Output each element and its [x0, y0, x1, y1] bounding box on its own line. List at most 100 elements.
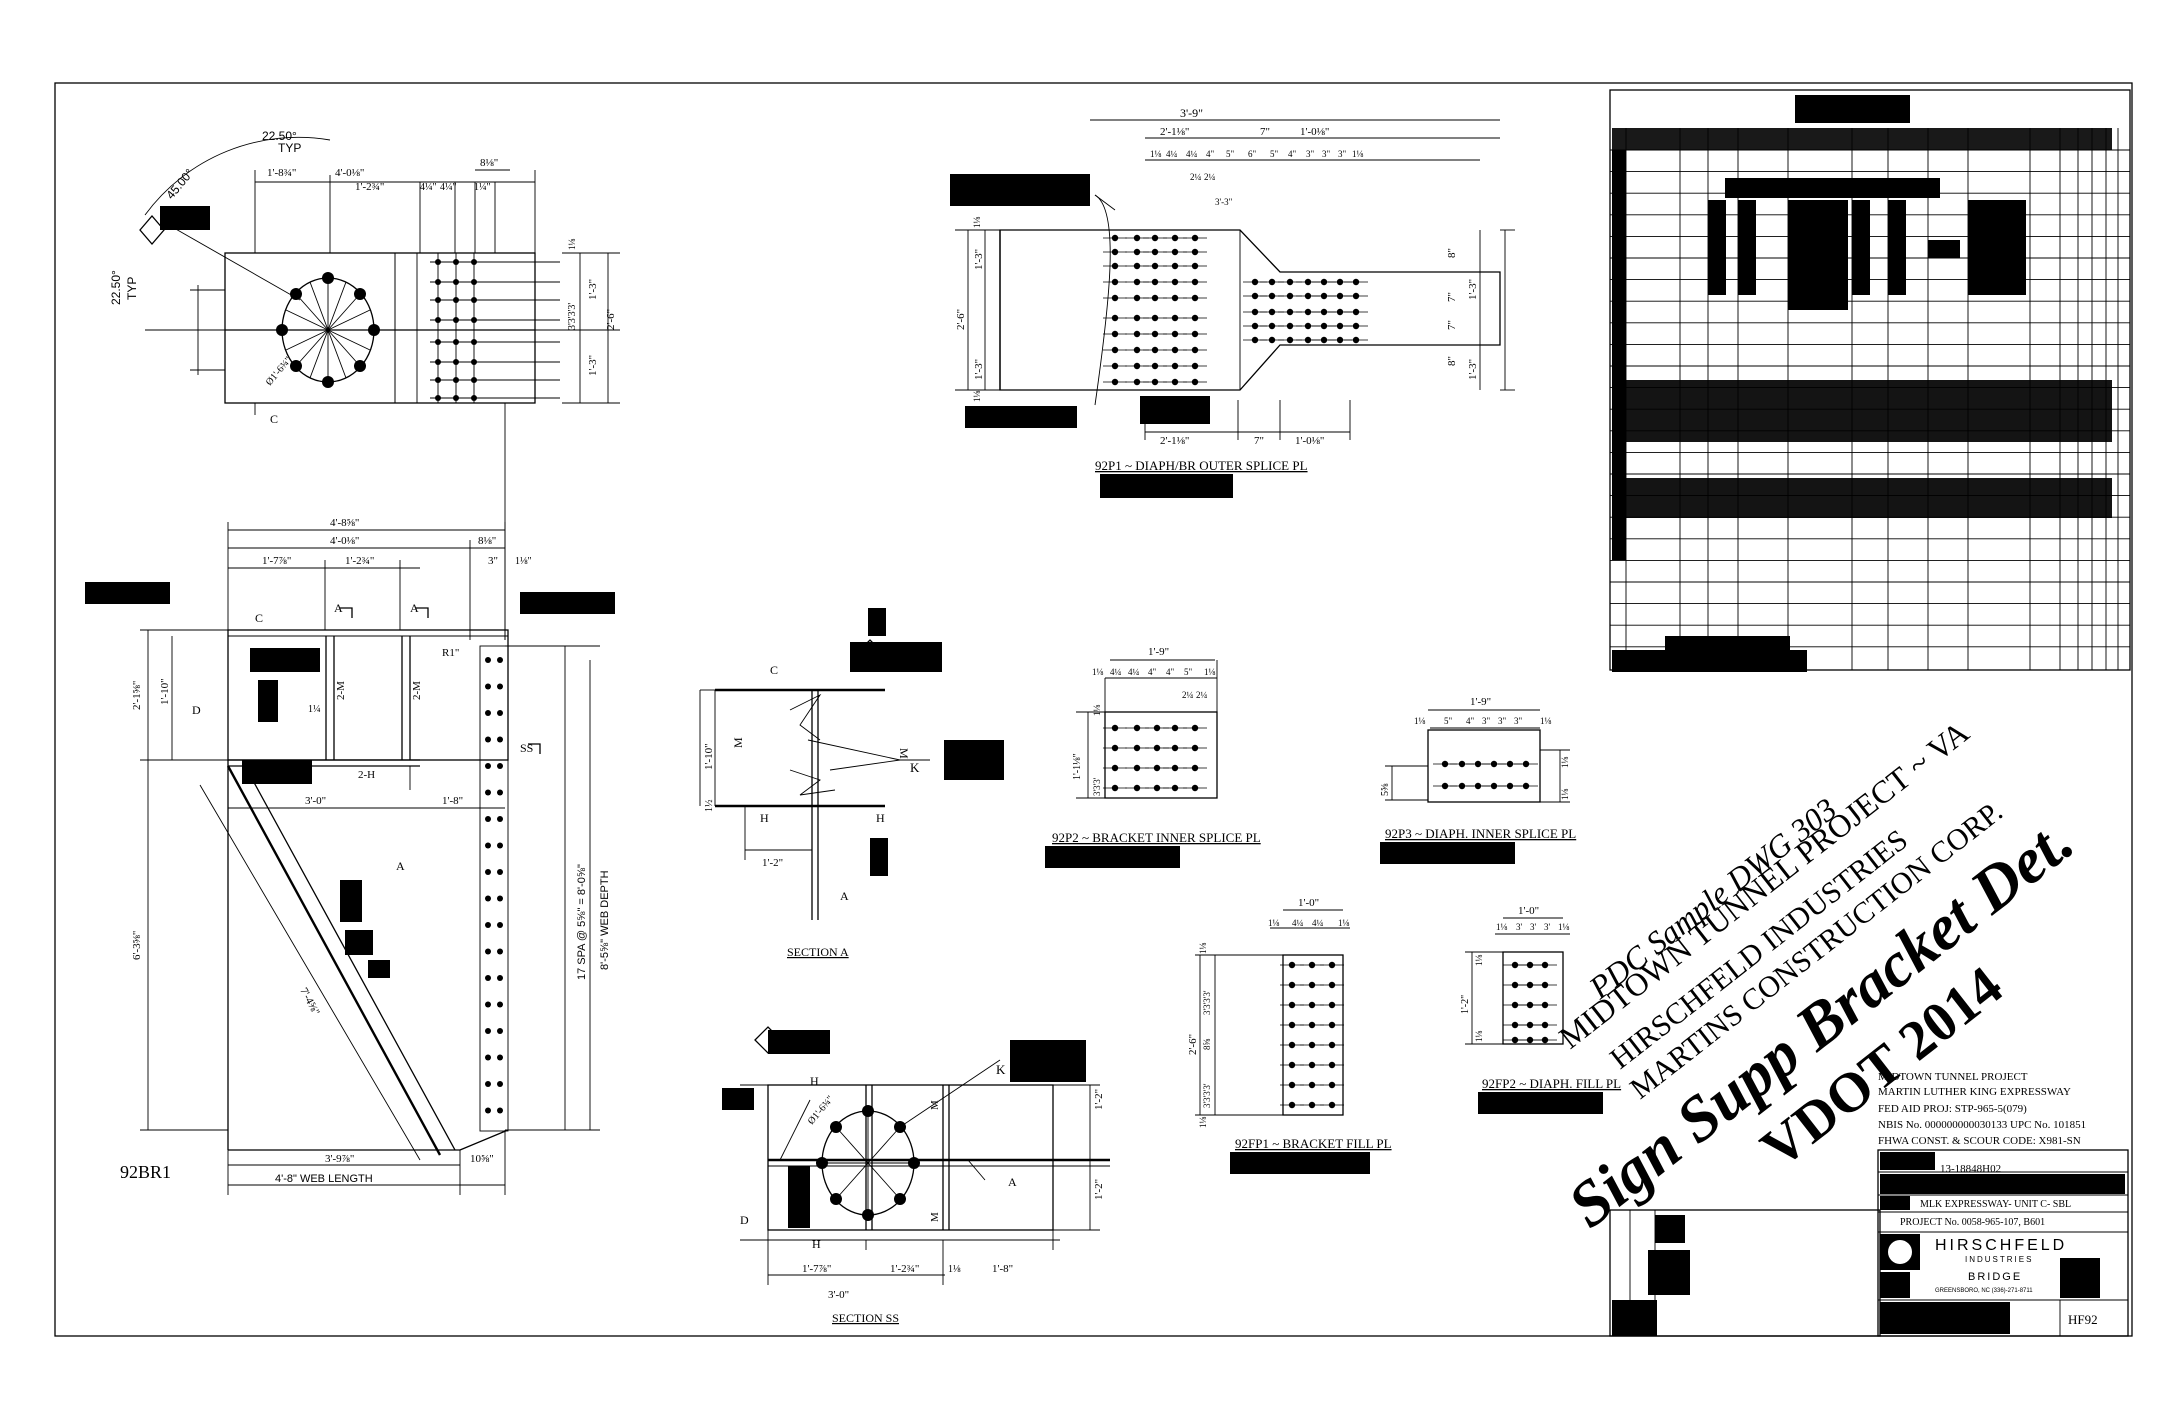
sec-a-label-h1: H	[760, 811, 769, 825]
p2-dim-d: 4"	[1148, 667, 1157, 677]
p1-dim-2a: 2¼	[1190, 172, 1202, 182]
title-block: 13-18848H02 MLK EXPRESSWAY- UNIT C- SBL …	[1609, 1149, 2129, 1337]
p3-dim-c: 4"	[1466, 716, 1475, 726]
ss-dim-1-2a: 1'-2"	[1093, 1089, 1105, 1110]
p2-dim-f: 5"	[1184, 667, 1193, 677]
redaction-block	[868, 608, 886, 636]
br1-label-d: D	[192, 703, 201, 717]
proj-line3: FED AID PROJ: STP-965-5(079)	[1878, 1103, 2027, 1115]
br1-label-ss: SS	[520, 741, 533, 755]
redaction-block	[1380, 842, 1515, 864]
bolt-hole	[485, 922, 491, 928]
p1-dim-4a: 4¼	[1166, 149, 1178, 159]
sec-a-dim-1-2: 1'-2"	[762, 857, 783, 869]
p1-dim-3333: 3'-3"	[1215, 197, 1233, 207]
plan-view-top-left: 1'-8¾" 4'-0⅛" 1'-2¾" 8⅛" 4¼" 4¼" 1¼" 22.…	[109, 129, 620, 426]
redaction-block	[1708, 200, 1726, 295]
fp2-dim-b: 3'	[1516, 922, 1523, 932]
p2-title: 92P2 ~ BRACKET INNER SPLICE PL	[1052, 830, 1261, 845]
p1-dim-3b: 3"	[1322, 149, 1331, 159]
tb-company2: INDUSTRIES	[1965, 1255, 2033, 1264]
fp1-dim-c: 4¼	[1312, 918, 1324, 928]
p3-dim-a: 1⅛	[1414, 716, 1426, 726]
redaction-block	[1612, 1300, 1657, 1336]
plate-92p1: 3'-9" 2'-1⅛" 7" 1'-0⅛" 1⅛ 4¼ 4¼ 4" 5" 6"…	[950, 106, 1515, 498]
redaction-block	[1880, 1152, 1935, 1170]
fp1-dim-d: 1⅛	[1338, 918, 1350, 928]
bolt-hole	[485, 1028, 491, 1034]
redaction-block	[1655, 1215, 1685, 1243]
p1-dim-3c: 3"	[1338, 149, 1347, 159]
section-ss: H K D H M M A 1'-7⅞" 1'-2¾" 1⅛ 1'-8" 3'-…	[722, 1026, 1110, 1325]
redaction-block	[340, 880, 362, 922]
redaction-block	[722, 1088, 754, 1110]
br1-label-r1: R1"	[442, 647, 459, 659]
fp2-dim-1-0: 1'-0"	[1518, 905, 1539, 917]
br1-label-c: C	[255, 611, 263, 625]
bolt-hole	[497, 842, 503, 849]
bolt-hole	[485, 657, 491, 663]
p1-right-1-3b: 1'-3"	[1467, 359, 1479, 380]
br1-dim-3-0: 3'-0"	[305, 795, 326, 807]
ss-dim-1-8: 1'-8"	[992, 1263, 1013, 1275]
redaction-block	[1880, 1174, 2125, 1194]
br1-dim-3: 3"	[488, 555, 498, 567]
p2-dim-c: 4¼	[1128, 667, 1140, 677]
fp2-dim-d: 3'	[1544, 922, 1551, 932]
br1-dim-2-1: 2'-1⅝"	[131, 681, 143, 710]
ss-label-d: D	[740, 1213, 749, 1227]
br1-web-spa: 17 SPA @ 5⅝" = 8'-0⅝"	[576, 864, 588, 980]
bolt-hole	[497, 1001, 503, 1008]
ss-dim-1-2b: 1'-2"	[1093, 1179, 1105, 1200]
br1-label-2h: 2-H	[358, 769, 375, 781]
p1-bot-7: 7"	[1254, 435, 1264, 447]
br1-web-length: 4'-8" WEB LENGTH	[275, 1173, 373, 1185]
bolt-hole	[485, 683, 491, 690]
redaction-block	[520, 592, 615, 614]
fp1-dim-b: 4¼	[1292, 918, 1304, 928]
ss-dim-1-2: 1'-2¾"	[890, 1263, 919, 1275]
p2-dim-a: 1⅛	[1092, 667, 1104, 677]
plan-dim-4a: 4¼"	[420, 182, 437, 193]
p1-dim-3-9: 3'-9"	[1180, 106, 1203, 120]
tb-job: 13-18848H02	[1940, 1163, 2001, 1175]
p2-dim-1-9: 1'-9"	[1148, 646, 1169, 658]
bolt-hole	[497, 736, 503, 743]
sec-a-label-a: A	[840, 889, 849, 903]
bolt-hole	[485, 895, 491, 902]
sec-a-label-m1: M	[731, 737, 745, 748]
redaction-block	[2060, 1258, 2100, 1298]
p2-dim-g: 1⅛	[1204, 667, 1216, 677]
ss-label-k: K	[996, 1062, 1006, 1077]
sec-a-label-k: K	[910, 760, 920, 775]
redaction-block	[1140, 396, 1210, 424]
sheet-border	[54, 82, 2133, 1337]
fp1-dim-3333b: 3'3'3'3'	[1202, 1083, 1212, 1108]
mark-92br1: 92BR1	[120, 1162, 171, 1182]
proj-line4: NBIS No. 000000000030133 UPC No. 101851	[1878, 1119, 2086, 1131]
fp2-dim-f: 1⅛	[1474, 955, 1484, 967]
redaction-block	[944, 740, 1004, 780]
redaction-block	[965, 406, 1077, 428]
fp2-title: 92FP2 ~ DIAPH. FILL PL	[1482, 1076, 1621, 1091]
ss-dim-3-0: 3'-0"	[828, 1289, 849, 1301]
callout-c-plan: C	[270, 412, 278, 426]
bolt-hole	[497, 657, 503, 663]
br1-dim-1-2: 1'-2¾"	[345, 555, 374, 567]
redaction-block	[1612, 128, 2112, 150]
redaction-block	[1478, 1092, 1603, 1114]
p3-dim-d: 3"	[1482, 716, 1491, 726]
p1-right-1-3a: 1'-3"	[1467, 279, 1479, 300]
redaction-block	[870, 838, 888, 876]
tb-project: PROJECT No. 0058-965-107, B601	[1900, 1217, 2045, 1228]
bolt-hole	[497, 948, 503, 955]
plate-92p2: 1'-9" 1⅛ 4¼ 4¼ 4" 4" 5" 1⅛ 2¼ 2¼ 1'-1⅛" …	[1045, 646, 1261, 868]
redaction-block	[1612, 380, 2112, 442]
sec-a-dim-1-1: 1½	[704, 799, 715, 812]
br1-web-depth: 8'-5⅝" WEB DEPTH	[599, 870, 611, 970]
tb-company: HIRSCHFELD	[1935, 1237, 2067, 1254]
sec-a-label-c: C	[770, 663, 778, 677]
br1-dim-1-8: 1⅛"	[515, 556, 532, 567]
br1-label-a1: A	[334, 601, 343, 615]
redaction-block	[1738, 200, 1756, 295]
